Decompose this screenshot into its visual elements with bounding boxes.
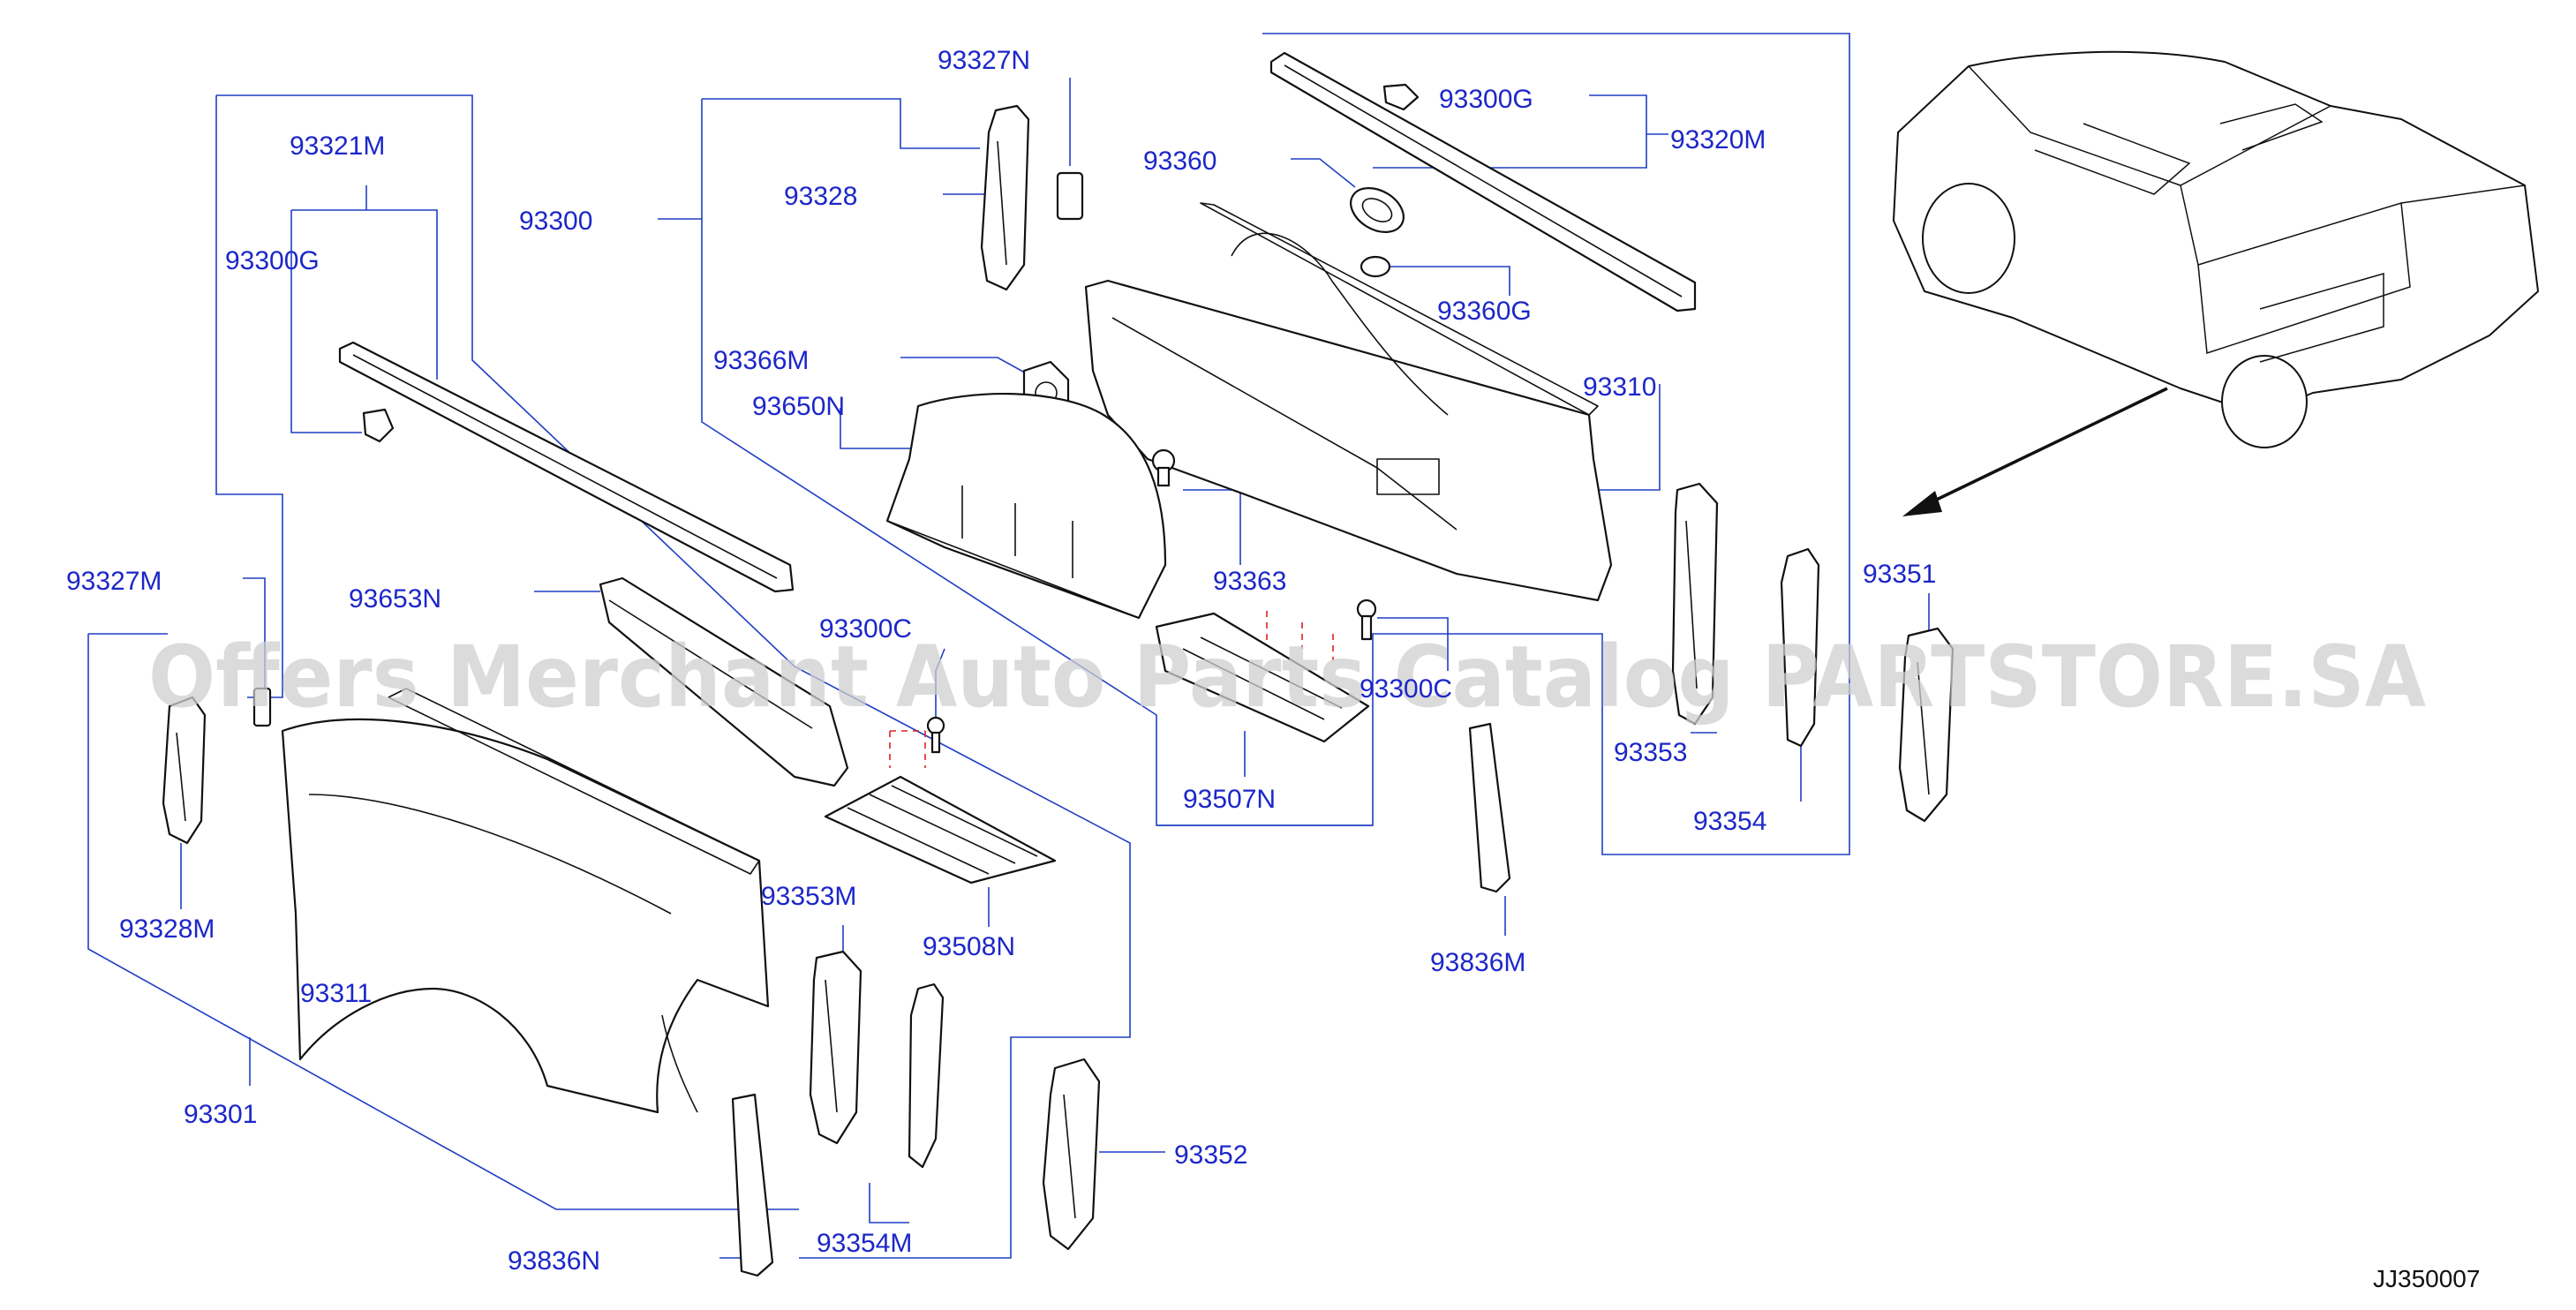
screw-93300c-a <box>926 716 945 754</box>
side-panel-93311 <box>281 688 770 1114</box>
part-label-93300c-b[interactable]: 93300C <box>1360 674 1452 704</box>
bracket-93328 <box>980 104 1030 291</box>
part-drawings <box>162 51 1955 1277</box>
rail-93320m <box>1269 51 1697 312</box>
part-label-93351[interactable]: 93351 <box>1863 560 1936 589</box>
part-label-93352[interactable]: 93352 <box>1174 1141 1247 1170</box>
bracket-93354 <box>1780 547 1820 748</box>
part-label-93360g[interactable]: 93360G <box>1437 297 1532 326</box>
part-label-93320m[interactable]: 93320M <box>1670 125 1766 154</box>
clip-93327n <box>1056 171 1084 221</box>
watermark-text: Offers Merchant Auto Parts Catalog PARTS… <box>148 628 2426 727</box>
bracket-93328m <box>162 696 207 845</box>
location-arrow <box>1902 387 2168 516</box>
part-label-93363[interactable]: 93363 <box>1213 567 1286 596</box>
part-labels: 93327N 93300G 93320M 93321M 93300 93328 … <box>66 46 1936 1276</box>
grommet-93360g <box>1360 255 1391 278</box>
leader-lines <box>87 33 1930 1259</box>
panel-93310 <box>1084 202 1613 602</box>
clip-93300g-top <box>1382 83 1420 111</box>
clip-93327m <box>252 687 272 727</box>
clip-93300g-left <box>362 408 395 443</box>
part-label-93836m[interactable]: 93836M <box>1430 948 1525 977</box>
part-label-93321m[interactable]: 93321M <box>290 132 385 161</box>
part-label-93300[interactable]: 93300 <box>519 207 592 236</box>
part-label-93301[interactable]: 93301 <box>184 1100 257 1129</box>
rail-93321m <box>338 341 795 593</box>
part-label-93650n[interactable]: 93650N <box>752 392 845 421</box>
clip-93363 <box>1151 448 1176 487</box>
part-label-93353m[interactable]: 93353M <box>761 882 856 911</box>
diagram-reference-code: JJ350007 <box>2373 1265 2480 1292</box>
bracket-93354m <box>908 982 945 1169</box>
part-label-93508n[interactable]: 93508N <box>923 932 1015 961</box>
bracket-93351 <box>1898 627 1955 823</box>
part-label-93507n[interactable]: 93507N <box>1183 785 1276 814</box>
bracket-93353 <box>1671 482 1719 726</box>
part-label-93366m[interactable]: 93366M <box>713 346 809 375</box>
bracket-93353m <box>809 950 862 1145</box>
part-label-93836n[interactable]: 93836N <box>508 1246 600 1276</box>
wheelhouse-93650n <box>885 392 1167 620</box>
strap-93836n <box>731 1093 774 1277</box>
part-label-93354m[interactable]: 93354M <box>817 1229 912 1258</box>
part-label-93653n[interactable]: 93653N <box>349 584 441 614</box>
floor-93507n <box>1155 612 1370 743</box>
part-label-93310[interactable]: 93310 <box>1583 373 1656 402</box>
part-label-93300g-top[interactable]: 93300G <box>1439 85 1533 114</box>
bracket-93352 <box>1042 1058 1101 1251</box>
part-label-93327n[interactable]: 93327N <box>938 46 1030 75</box>
part-label-93328[interactable]: 93328 <box>784 182 857 211</box>
fastener-hint-lines <box>889 405 1334 768</box>
part-label-93327m[interactable]: 93327M <box>66 567 162 596</box>
screw-93300c-b <box>1356 599 1377 641</box>
vehicle-location-sketch <box>1893 50 2539 448</box>
floor-93508n <box>824 775 1057 885</box>
part-label-93360[interactable]: 93360 <box>1143 147 1216 176</box>
part-label-93353[interactable]: 93353 <box>1614 738 1687 767</box>
part-label-93300g-left[interactable]: 93300G <box>225 246 320 275</box>
part-label-93300c-a[interactable]: 93300C <box>819 614 912 644</box>
part-label-93311[interactable]: 93311 <box>300 979 372 1008</box>
strap-93836m <box>1468 722 1511 893</box>
part-label-93354[interactable]: 93354 <box>1693 807 1766 836</box>
rail-93653n <box>599 576 849 787</box>
part-label-93328m[interactable]: 93328M <box>119 915 215 944</box>
cap-93360 <box>1350 187 1405 233</box>
